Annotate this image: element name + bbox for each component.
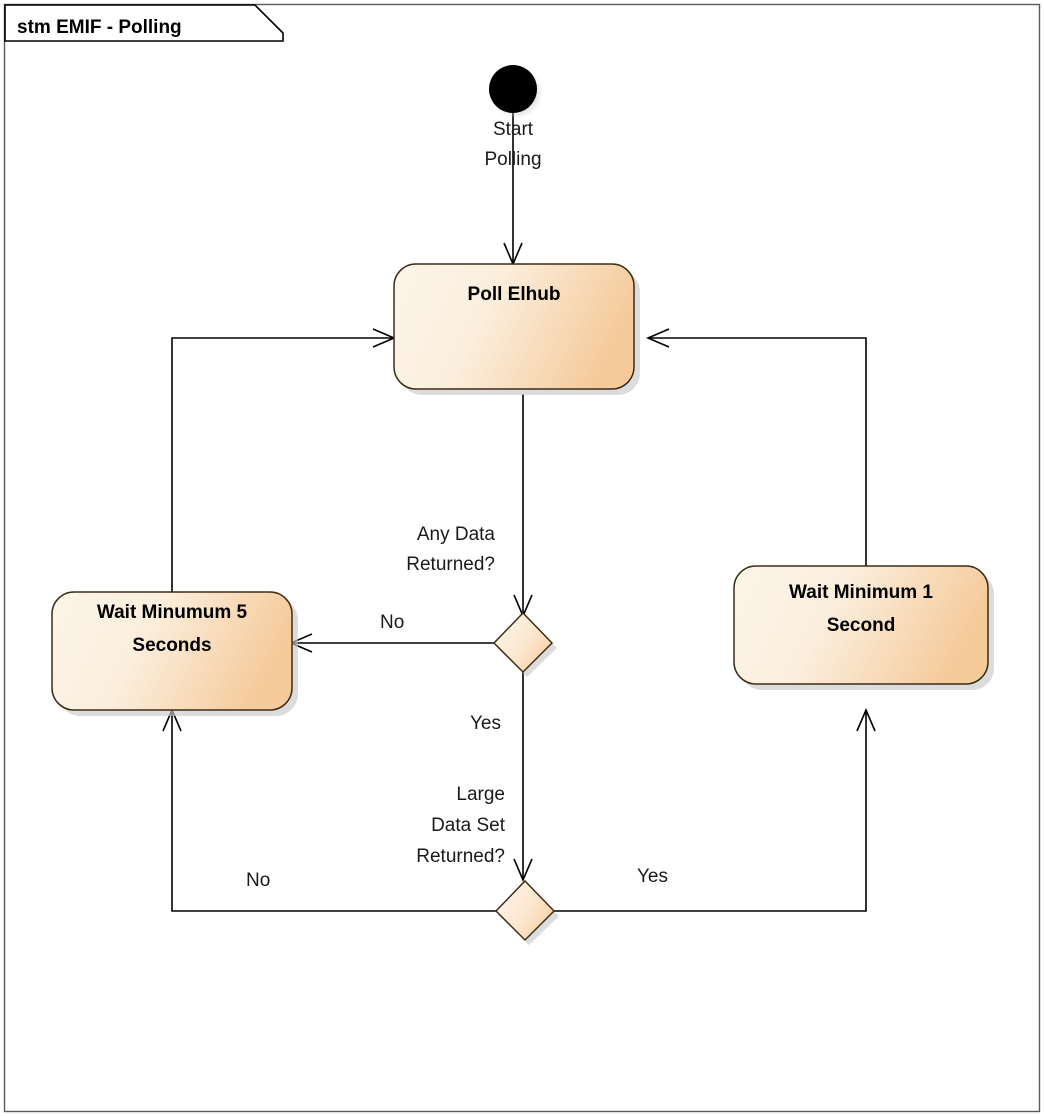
frame-title-text: stm EMIF - Polling bbox=[17, 17, 182, 38]
edge-wait5-to-poll bbox=[171, 337, 392, 592]
edge-label-no-any-data: No bbox=[380, 612, 404, 633]
state-wait-5-seconds-label-line2: Seconds bbox=[132, 635, 211, 656]
state-wait-5-seconds-label-line1: Wait Minumum 5 bbox=[97, 602, 248, 623]
initial-state-dot-icon bbox=[489, 65, 537, 113]
edge-label-no-large-data-set: No bbox=[246, 870, 270, 891]
decision-any-data-returned[interactable]: Any Data Returned? bbox=[406, 524, 557, 677]
edge-labels-layer: No Yes No Yes bbox=[246, 612, 668, 891]
decision-large-data-set-label-line3: Returned? bbox=[416, 846, 505, 867]
decision-large-data-set-label-line1: Large bbox=[456, 784, 505, 805]
decision-any-data-diamond bbox=[492, 611, 554, 674]
decision-large-data-set[interactable]: Large Data Set Returned? bbox=[416, 784, 559, 945]
arrowhead-wait1-to-poll bbox=[645, 328, 670, 348]
diagram-frame: stm EMIF - Polling bbox=[3, 3, 1041, 1113]
decision-large-data-set-diamond bbox=[494, 879, 556, 942]
state-wait-1-second[interactable]: Wait Minimum 1 Second bbox=[733, 565, 994, 690]
edge-label-yes-large-data-set: Yes bbox=[637, 866, 668, 887]
edges-layer bbox=[162, 100, 876, 912]
decision-any-data-label-line2: Returned? bbox=[406, 554, 495, 575]
frame-border bbox=[3, 3, 1041, 1113]
state-wait-1-second-label-line1: Wait Minimum 1 bbox=[789, 582, 933, 603]
edge-wait1-to-poll bbox=[650, 337, 867, 566]
initial-state-label-line2: Polling bbox=[484, 149, 541, 170]
initial-state-label-line1: Start bbox=[493, 119, 534, 140]
edge-label-yes-any-data: Yes bbox=[470, 713, 501, 734]
state-wait-1-second-box bbox=[733, 565, 989, 685]
state-poll-elhub[interactable]: Poll Elhub bbox=[393, 263, 640, 395]
frame-title-tab bbox=[4, 4, 284, 42]
state-wait-5-seconds-box bbox=[51, 591, 293, 711]
state-wait-5-seconds[interactable]: Wait Minumum 5 Seconds bbox=[51, 591, 298, 716]
edge-decision-large-to-wait1 bbox=[554, 712, 867, 912]
decision-any-data-label-line1: Any Data bbox=[417, 524, 496, 545]
edge-decision-large-to-wait5 bbox=[171, 712, 496, 912]
decision-large-data-set-label-line2: Data Set bbox=[431, 815, 506, 836]
arrowhead-decision-any-data-to-decision-large bbox=[513, 858, 533, 883]
initial-pseudostate-node[interactable]: Start Polling bbox=[484, 65, 543, 170]
state-wait-1-second-label-line2: Second bbox=[827, 615, 896, 636]
state-poll-elhub-box bbox=[393, 263, 635, 390]
arrowhead-decision-large-to-wait1 bbox=[856, 707, 876, 732]
state-poll-elhub-label: Poll Elhub bbox=[468, 284, 561, 305]
